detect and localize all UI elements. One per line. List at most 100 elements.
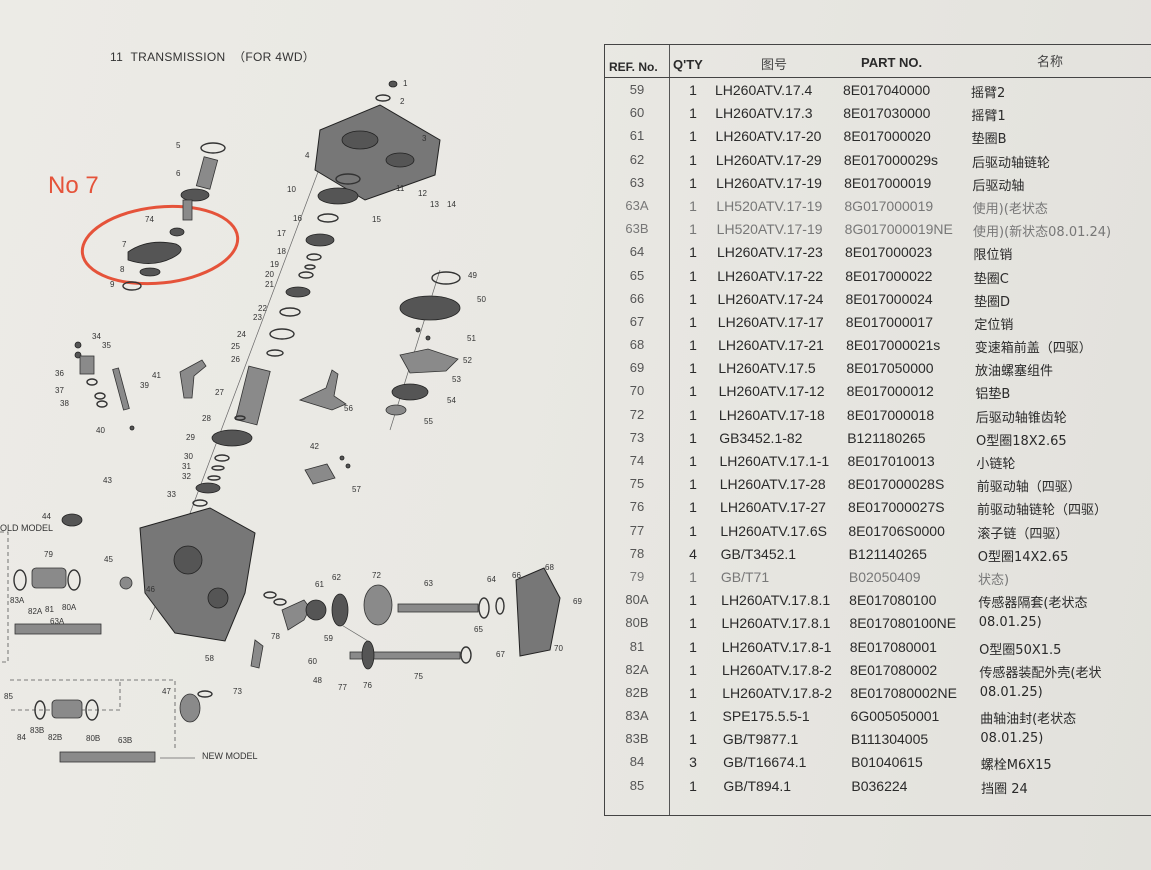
- ref-cell: 72: [629, 406, 645, 422]
- part-number-cell: B111304005: [850, 731, 929, 748]
- qty-cell: 1: [689, 197, 697, 214]
- drawing-number-cell: LH260ATV.17.1-1: [719, 453, 830, 469]
- qty-cell: 3: [689, 754, 697, 771]
- part-name-cell: 传感器隔套(老状态: [978, 596, 1088, 612]
- callout-number: 23: [253, 313, 262, 322]
- callout-number: 84: [17, 733, 26, 742]
- callout-number: 47: [162, 687, 171, 696]
- callout-number: 83B: [30, 726, 44, 735]
- drawing-number-cell: LH260ATV.17-28: [719, 476, 826, 493]
- drawing-number-cell: LH260ATV.17.5: [718, 360, 816, 377]
- part-number-cell: 8E017040000: [843, 82, 931, 98]
- qty-cell: 1: [689, 128, 697, 145]
- drawing-number-cell: LH260ATV.17-17: [717, 313, 824, 330]
- ref-cell: 65: [629, 267, 645, 283]
- part-number-cell: 8E017080002NE: [850, 684, 957, 701]
- callout-number: 54: [447, 396, 456, 405]
- callout-number: 39: [140, 381, 149, 390]
- ref-cell: 68: [629, 337, 645, 353]
- part-number-cell: 8E017050000: [846, 360, 934, 377]
- drawing-number-cell: GB/T894.1: [723, 777, 792, 794]
- ref-cell: 80B: [625, 615, 649, 631]
- part-name-cell: 后驱动轴链轮: [972, 155, 1051, 171]
- callout-number: 13: [430, 200, 439, 209]
- part-name-cell: 放油螺塞组件: [975, 364, 1054, 380]
- part-name-cell: O型圈14X2.65: [977, 549, 1069, 565]
- part-name-cell: 后驱动轴: [972, 178, 1025, 194]
- ref-cell: 67: [629, 313, 645, 329]
- ref-cell: 82A: [625, 661, 649, 677]
- drawing-number-cell: LH260ATV.17.8-2: [722, 684, 833, 701]
- gear-stack: [192, 173, 361, 507]
- header-code: 图号: [761, 57, 788, 72]
- callout-number: 36: [55, 369, 64, 378]
- callout-number: 53: [452, 375, 461, 384]
- ref-cell: 79: [629, 568, 645, 584]
- part-number-cell: 8E017000022: [845, 267, 933, 284]
- part-number-cell: 8E017000019: [844, 174, 932, 191]
- part-name-cell: O型圈18X2.65: [976, 433, 1067, 449]
- part-name-cell: 08.01.25): [980, 731, 1044, 747]
- section-subtitle: （FOR 4WD）: [233, 50, 316, 64]
- callout-number: 75: [414, 672, 423, 681]
- ref-cell: 80A: [625, 592, 649, 608]
- callout-number: 11: [396, 184, 405, 193]
- shift-linkage: [74, 341, 207, 431]
- callout-number: 16: [293, 214, 302, 223]
- callout-number: 73: [233, 687, 242, 696]
- callout-number: 24: [237, 330, 246, 339]
- callout-number: 49: [468, 271, 477, 280]
- part-number-cell: 8E017080002: [850, 661, 938, 678]
- drawing-number-cell: LH260ATV.17.3: [715, 105, 813, 122]
- drawing-number-cell: LH260ATV.17.8.1: [721, 615, 831, 632]
- callout-number: 52: [463, 356, 472, 365]
- callout-number: 70: [554, 644, 563, 653]
- callout-number: 69: [573, 597, 582, 606]
- ref-cell: 64: [629, 244, 645, 260]
- ref-cell: 70: [629, 383, 645, 399]
- callout-number: 81: [45, 605, 54, 614]
- callout-number: 74: [145, 215, 154, 224]
- callout-number: 20: [265, 270, 274, 279]
- callout-number: 26: [231, 355, 240, 364]
- qty-cell: 1: [689, 290, 697, 307]
- callout-number: 32: [182, 472, 191, 481]
- ref-cell: 69: [629, 360, 645, 376]
- part-number-cell: 8E01706S0000: [848, 522, 945, 539]
- qty-cell: 1: [689, 151, 697, 168]
- callout-number: 80B: [86, 734, 100, 743]
- ref-cell: 63B: [625, 221, 649, 237]
- highlight-ellipse: [80, 204, 240, 286]
- callout-number: 35: [102, 341, 111, 350]
- ref-cell: 77: [629, 522, 645, 538]
- header-ref: REF. No.: [609, 60, 658, 74]
- part-name-cell: 铝垫B: [975, 387, 1011, 403]
- callout-number: 60: [308, 657, 317, 666]
- header-qty: Q'TY: [673, 57, 703, 72]
- input-shaft-group: [122, 142, 226, 291]
- callout-number: 22: [258, 304, 267, 313]
- part-name-cell: 挡圈 24: [981, 781, 1028, 797]
- old-model-assembly: [0, 513, 102, 663]
- qty-cell: 4: [689, 545, 697, 562]
- callout-number: 58: [205, 654, 214, 663]
- callout-number: 30: [184, 452, 193, 461]
- callout-number: 25: [231, 342, 240, 351]
- new-model-assembly: [10, 679, 195, 763]
- callout-number: 83A: [10, 596, 25, 605]
- callout-number: 67: [496, 650, 505, 659]
- qty-cell: 1: [689, 499, 697, 516]
- callout-number: 68: [545, 563, 554, 572]
- ref-cell: 85: [629, 777, 645, 793]
- callout-number: 29: [186, 433, 195, 442]
- ref-cell: 66: [629, 290, 645, 306]
- column-divider: [669, 45, 671, 815]
